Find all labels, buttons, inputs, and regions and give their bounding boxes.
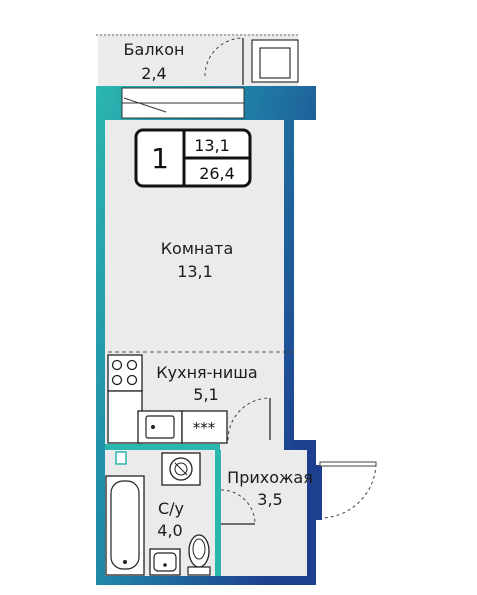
bathroom-right-wall	[215, 450, 221, 576]
washing-machine-icon	[161, 452, 201, 486]
sink-icon	[137, 410, 183, 444]
room-name: Комната	[161, 239, 234, 258]
hallway-door-swing	[227, 397, 271, 441]
bathtub-icon	[105, 475, 145, 576]
room-area: 13,1	[177, 262, 213, 281]
toilet-icon	[187, 534, 211, 576]
entrance-door-swing	[321, 463, 377, 519]
kitchen-area: 5,1	[193, 385, 218, 404]
balcony-name: Балкон	[124, 40, 185, 59]
balcony-window-inner	[259, 47, 291, 79]
bathroom-door-swing	[220, 489, 256, 525]
bathroom-name: С/у	[158, 499, 184, 518]
kitchen-name: Кухня-ниша	[156, 363, 257, 382]
rooms-count: 1	[151, 142, 169, 175]
balcony	[96, 34, 300, 86]
bathroom-area: 4,0	[157, 521, 182, 540]
total-area: 26,4	[199, 164, 235, 183]
counter	[107, 390, 143, 444]
balcony-door-swing	[204, 37, 244, 77]
hallway-floor	[220, 450, 307, 576]
balcony-area: 2,4	[141, 64, 166, 83]
living-area: 13,1	[194, 136, 230, 155]
hob-panel-marker: ***	[193, 419, 216, 437]
balcony-window-frame	[251, 39, 299, 83]
hallway-area: 3,5	[257, 490, 282, 509]
bathroom-top-wall	[105, 444, 220, 450]
stove-icon	[107, 354, 143, 392]
entrance-door-leaf	[319, 461, 377, 467]
hallway-name: Прихожая	[227, 468, 313, 487]
vent-shaft	[115, 451, 127, 465]
hob-panel	[181, 410, 228, 444]
washbasin-icon	[149, 548, 181, 576]
area-summary-badge: 1 13,1 26,4	[134, 128, 252, 188]
balcony-door-panel	[123, 97, 167, 113]
